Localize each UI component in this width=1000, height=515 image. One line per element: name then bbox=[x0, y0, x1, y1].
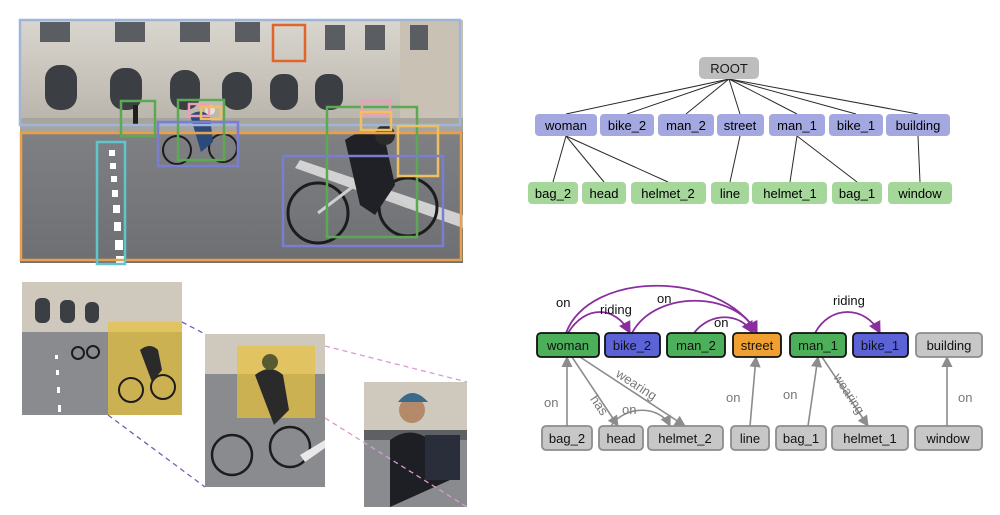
graph-node-bag-1: bag_1 bbox=[783, 431, 819, 446]
edge-man1-riding-bike1 bbox=[814, 311, 881, 335]
rel-label-wearing-1: wearing bbox=[613, 365, 660, 403]
photo-crop-large bbox=[364, 382, 467, 507]
main-photo bbox=[18, 18, 463, 266]
tree-node-helmet-1: helmet_1 bbox=[763, 186, 816, 201]
edge-bike2-on-street bbox=[631, 299, 758, 335]
tree-level2-nodes: bag_2 head helmet_2 line helmet_1 bag_1 … bbox=[528, 182, 952, 204]
rel-label-line-on: on bbox=[726, 390, 740, 405]
crop-connectors bbox=[107, 321, 468, 508]
tree-edges bbox=[552, 78, 921, 183]
rel-label-on-1: on bbox=[556, 295, 570, 310]
rel-label-wearing-2: wearing bbox=[830, 370, 868, 417]
graph-node-building: building bbox=[927, 338, 972, 353]
graph-object-nodes bbox=[536, 332, 909, 358]
graph-node-bag-2: bag_2 bbox=[549, 431, 585, 446]
rel-label-head-on: on bbox=[622, 402, 636, 417]
rel-label-riding-1: riding bbox=[600, 302, 632, 317]
photo-crop-medium bbox=[205, 334, 325, 487]
rel-label-bag1-on: on bbox=[783, 387, 797, 402]
tree-root-node: ROOT bbox=[699, 57, 759, 79]
rel-label-window-on: on bbox=[958, 390, 972, 405]
graph-node-bike-2: bike_2 bbox=[613, 338, 651, 353]
tree-node-man-2: man_2 bbox=[666, 118, 706, 133]
graph-node-man-1: man_1 bbox=[798, 338, 838, 353]
tree-node-head: head bbox=[590, 186, 619, 201]
rel-label-riding-2: riding bbox=[833, 293, 865, 308]
purple-relation-labels: on riding on on riding bbox=[556, 291, 865, 330]
tree-level1-nodes: woman bike_2 man_2 street man_1 bike_1 b… bbox=[535, 114, 950, 136]
gray-relations bbox=[561, 355, 953, 428]
edge-woman-riding-bike2 bbox=[567, 311, 631, 335]
graph-node-woman: woman bbox=[546, 338, 589, 353]
tree-node-street: street bbox=[724, 118, 757, 133]
hierarchy-tree: ROOT woman bike_2 man_2 street man_1 bik… bbox=[528, 57, 952, 204]
tree-node-helmet-2: helmet_2 bbox=[641, 186, 694, 201]
graph-node-line: line bbox=[740, 431, 760, 446]
rel-label-on-2: on bbox=[657, 291, 671, 306]
tree-node-woman: woman bbox=[544, 118, 587, 133]
rel-label-on-3: on bbox=[714, 315, 728, 330]
rel-label-bag2-on: on bbox=[544, 395, 558, 410]
gray-relation-labels: on has wearing on on on wearing on bbox=[544, 365, 972, 418]
tree-root-label: ROOT bbox=[710, 61, 748, 76]
graph-node-helmet-2: helmet_2 bbox=[658, 431, 711, 446]
tree-node-bag-2: bag_2 bbox=[535, 186, 571, 201]
tree-node-bag-1: bag_1 bbox=[839, 186, 875, 201]
graph-node-man-2: man_2 bbox=[676, 338, 716, 353]
graph-node-window: window bbox=[925, 431, 970, 446]
rel-label-has: has bbox=[587, 392, 612, 418]
tree-node-bike-2: bike_2 bbox=[608, 118, 646, 133]
tree-node-window: window bbox=[897, 186, 942, 201]
tree-node-bike-1: bike_1 bbox=[837, 118, 875, 133]
tree-node-man-1: man_1 bbox=[777, 118, 817, 133]
graph-node-bike-1: bike_1 bbox=[861, 338, 899, 353]
graph-node-helmet-1: helmet_1 bbox=[843, 431, 896, 446]
purple-relations bbox=[565, 285, 881, 335]
graph-node-head: head bbox=[607, 431, 636, 446]
tree-node-building: building bbox=[896, 118, 941, 133]
relation-graph: on riding on on riding on has wearing on… bbox=[536, 285, 983, 451]
photo-crop-small bbox=[22, 282, 182, 415]
tree-node-line: line bbox=[720, 186, 740, 201]
edge-man2-on-street bbox=[693, 316, 754, 335]
graph-node-street: street bbox=[741, 338, 774, 353]
graph-part-nodes bbox=[541, 425, 983, 451]
